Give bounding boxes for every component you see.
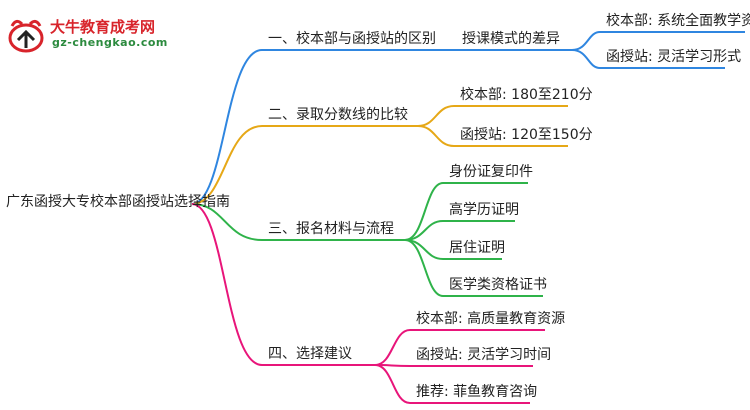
site-logo: 大牛教育成考网 gz-chengkao.com <box>6 14 196 54</box>
connector-root-b2 <box>191 125 263 205</box>
connector-b3-leaf4 <box>404 239 444 297</box>
branch-4-leaf-1: 校本部: 高质量教育资源 <box>416 311 566 327</box>
branch-3-leaf-2: 高学历证明 <box>449 202 519 218</box>
connector-b3-leaf1 <box>404 182 444 241</box>
connector-root-b1 <box>191 49 263 205</box>
branch-3-label: 三、报名材料与流程 <box>268 221 394 237</box>
connector-b2-leaf2 <box>417 125 455 147</box>
branch-4-leaf-3: 推荐: 菲鱼教育咨询 <box>416 384 538 400</box>
branch-3-leaf-3: 居住证明 <box>449 240 505 256</box>
bull-logo-icon <box>8 19 44 53</box>
branch-4-leaf-2: 函授站: 灵活学习时间 <box>416 347 552 363</box>
branch-3-leaf-1: 身份证复印件 <box>449 164 533 180</box>
branch-1-leaf-1: 校本部: 系统全面教学资源 <box>606 13 750 29</box>
connector-root-b4 <box>191 203 263 366</box>
connector-b2-leaf1 <box>417 105 455 127</box>
branch-2-leaf-1: 校本部: 180至210分 <box>460 87 593 103</box>
connector-b1-leaf1 <box>571 31 601 51</box>
branch-1-label: 一、校本部与函授站的区别 <box>268 31 436 47</box>
branch-2-label: 二、录取分数线的比较 <box>268 107 408 123</box>
branch-3-leaf-4: 医学类资格证书 <box>449 277 547 293</box>
connector-b4-leaf1 <box>374 329 411 366</box>
branch-4-label: 四、选择建议 <box>268 346 352 362</box>
branch-2-leaf-2: 函授站: 120至150分 <box>460 127 593 143</box>
branch-1-sub-label: 授课模式的差异 <box>462 31 560 47</box>
branch-1-leaf-2: 函授站: 灵活学习形式 <box>606 49 742 65</box>
connector-b4-leaf3 <box>374 364 411 404</box>
connector-root-b3 <box>191 203 263 241</box>
logo-title: 大牛教育成考网 <box>50 18 156 36</box>
root-node: 广东函授大专校本部函授站选择指南 <box>6 194 230 210</box>
logo-url: gz-chengkao.com <box>52 36 168 49</box>
connector-b1-leaf2 <box>571 49 601 69</box>
